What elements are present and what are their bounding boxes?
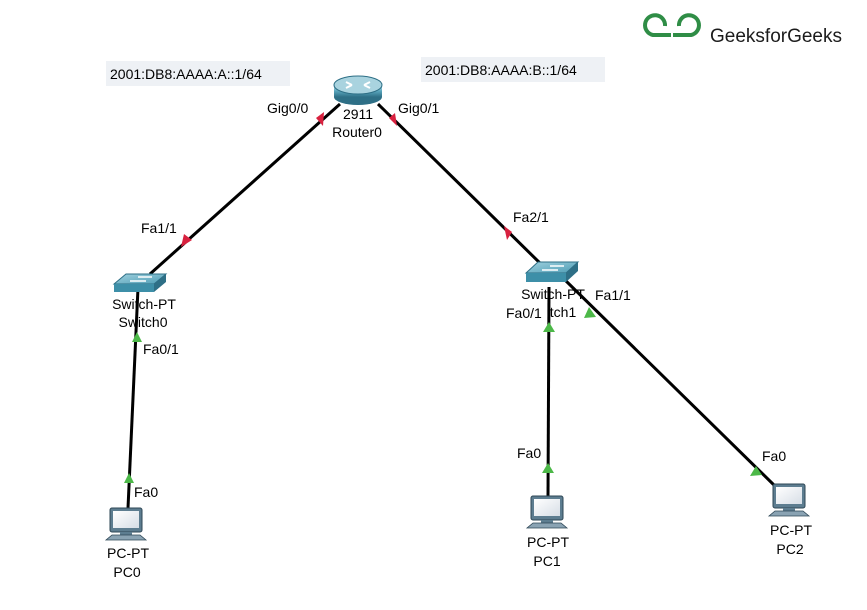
pc-icon: [104, 507, 148, 541]
router-name: Router0: [332, 124, 382, 140]
pc2-port-label: Fa0: [762, 448, 786, 464]
address-note-right-text: 2001:DB8:AAAA:B::1/64: [425, 62, 577, 78]
pc0-model: PC-PT: [107, 545, 149, 561]
router-icon: [333, 75, 383, 105]
port-down-marker-gig0-1: [389, 113, 397, 126]
gfg-logo-icon: [643, 13, 701, 37]
brand-name: GeeksforGeeks: [710, 26, 842, 47]
port-up-marker-sw1-fa1-1: [584, 307, 596, 318]
pc1-port-label: Fa0: [517, 445, 541, 461]
pc-icon: [767, 483, 811, 517]
router-model: 2911: [343, 106, 373, 122]
port-up-marker-pc2-fa0: [750, 466, 762, 476]
switch0-port-uplink-label: Fa1/1: [141, 220, 177, 236]
switch1-port-uplink-label: Fa2/1: [513, 209, 549, 225]
switch-1[interactable]: Switch-PT tch1: [521, 261, 585, 320]
pc-2[interactable]: PC-PT PC2: [767, 483, 812, 557]
port-down-marker-gig0-0: [316, 112, 324, 126]
pc1-name: PC1: [533, 553, 560, 569]
link-switch1-pc2[interactable]: [563, 278, 778, 489]
port-markers: [124, 112, 762, 483]
port-down-marker-fa2-1-sw1: [504, 226, 512, 240]
pc0-port-label: Fa0: [134, 484, 158, 500]
switch0-name: Switch0: [118, 314, 167, 330]
link-switch0-pc0[interactable]: [126, 287, 140, 509]
address-note-right-bg: [421, 57, 605, 82]
links: [126, 102, 778, 509]
router-port-left-label: Gig0/0: [267, 100, 308, 116]
switch0-model: Switch-PT: [112, 296, 176, 312]
switch-0[interactable]: Switch-PT Switch0: [112, 273, 176, 330]
pc0-name: PC0: [113, 564, 140, 580]
port-up-marker-pc1-fa0: [542, 463, 554, 473]
link-router-switch1[interactable]: [376, 102, 547, 270]
router-port-right-label: Gig0/1: [398, 100, 439, 116]
address-note-left-text: 2001:DB8:AAAA:A::1/64: [110, 66, 262, 82]
port-up-marker-sw0-fa0-1: [132, 332, 142, 342]
pc-icon: [525, 495, 569, 529]
switch1-port-pc1-label: Fa0/1: [506, 305, 542, 321]
switch0-port-down-label: Fa0/1: [143, 341, 179, 357]
brand-watermark: GeeksforGeeks: [643, 13, 842, 47]
address-note-right: 2001:DB8:AAAA:B::1/64: [421, 57, 605, 82]
switch1-port-pc2-label: Fa1/1: [595, 287, 631, 303]
link-switch1-pc1[interactable]: [546, 286, 551, 498]
address-note-left-bg: [106, 61, 290, 86]
router-0[interactable]: 2911 Router0: [332, 75, 383, 140]
link-router-switch0[interactable]: [148, 102, 342, 276]
port-up-marker-pc0-fa0: [124, 473, 134, 483]
pc1-model: PC-PT: [527, 534, 569, 550]
switch-icon: [112, 273, 168, 292]
pc2-name: PC2: [776, 541, 803, 557]
switch1-name: tch1: [550, 304, 577, 320]
port-up-marker-sw1-fa0-1: [543, 322, 555, 332]
pc-1[interactable]: PC-PT PC1: [525, 495, 569, 569]
pc-0[interactable]: PC-PT PC0: [104, 507, 149, 580]
port-down-marker-fa1-1-sw0: [181, 234, 192, 247]
address-note-left: 2001:DB8:AAAA:A::1/64: [106, 61, 290, 86]
pc2-model: PC-PT: [770, 522, 812, 538]
switch-icon: [524, 261, 580, 282]
switch1-model: Switch-PT: [521, 286, 585, 302]
